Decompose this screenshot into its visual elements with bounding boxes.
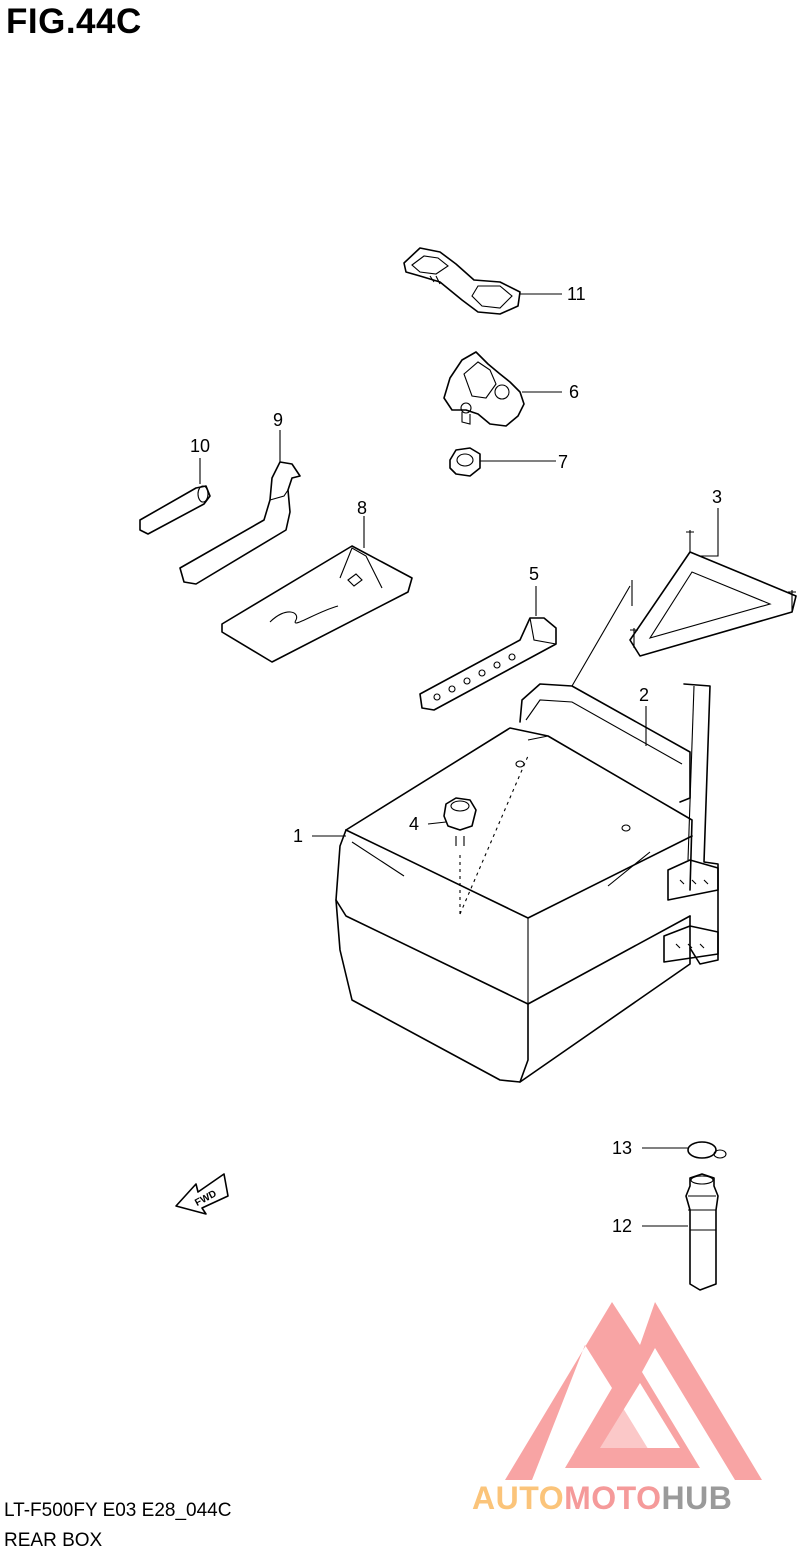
callout-2: 2 xyxy=(639,685,650,705)
section-name: REAR BOX xyxy=(4,1530,103,1551)
part-9-lever xyxy=(179,461,301,585)
part-2-rear-frame xyxy=(519,585,719,965)
callout-8: 8 xyxy=(357,498,368,518)
part-7-nut xyxy=(449,447,481,477)
fwd-direction-arrow: FWD xyxy=(175,1173,229,1215)
part-4-bolt xyxy=(443,797,477,846)
model-code: LT-F500FY E03 E28_044C xyxy=(4,1500,232,1521)
callout-7: 7 xyxy=(558,452,569,472)
part-12-grommet xyxy=(685,1173,719,1291)
callout-5: 5 xyxy=(529,564,540,584)
callout-10: 10 xyxy=(190,436,211,456)
part-10-pin xyxy=(139,485,211,535)
leader-lines xyxy=(199,293,719,1227)
callout-3: 3 xyxy=(712,487,723,507)
callout-6: 6 xyxy=(569,382,580,402)
watermark-moto: MOTO xyxy=(564,1480,662,1516)
watermark-auto: AUTO xyxy=(472,1480,565,1516)
watermark-logo xyxy=(505,1302,762,1480)
part-11-strap-hook xyxy=(403,247,521,315)
callout-11: 11 xyxy=(567,284,586,304)
callout-1: 1 xyxy=(293,826,304,846)
callout-13: 13 xyxy=(612,1138,633,1158)
part-8-plate xyxy=(221,545,413,663)
part-6-bracket xyxy=(443,351,525,427)
watermark-text: AUTOMOTOHUB xyxy=(472,1480,732,1517)
callout-9: 9 xyxy=(273,410,284,430)
figure-title: FIG.44C xyxy=(6,2,142,41)
watermark-hub: HUB xyxy=(661,1480,733,1516)
part-1-rear-box xyxy=(335,727,693,1083)
part-13-clip xyxy=(687,1141,727,1159)
callout-4: 4 xyxy=(409,814,420,834)
part-5-bracket xyxy=(419,617,557,711)
part-3-frame xyxy=(629,530,797,657)
callout-12: 12 xyxy=(612,1216,633,1236)
